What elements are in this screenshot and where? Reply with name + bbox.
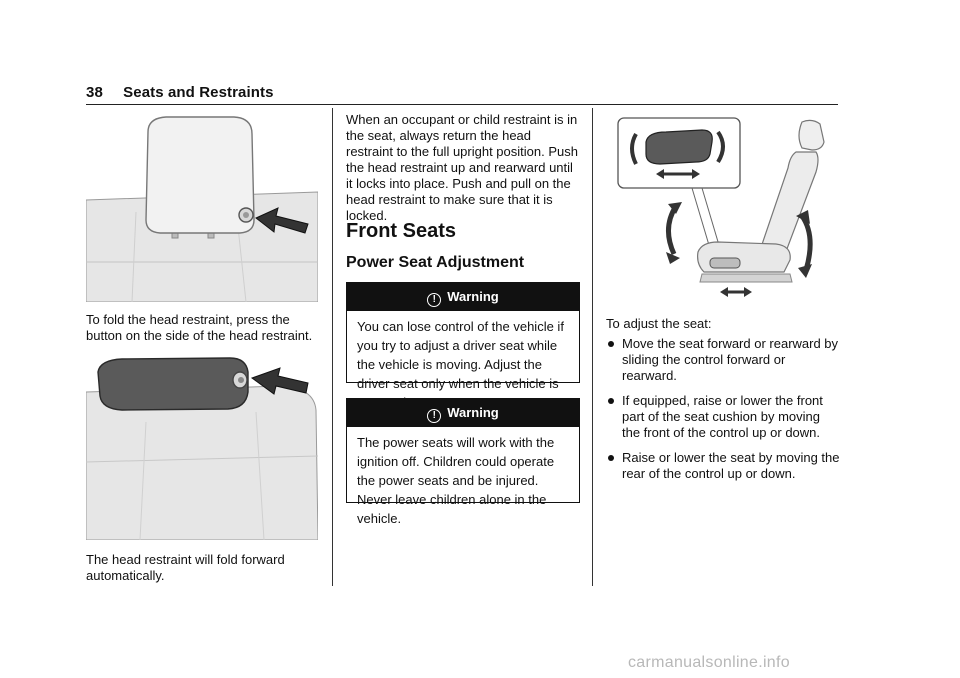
bullet-forward-rearward: Move the seat forward or rearward by sli… [606,336,840,384]
head-restraint-button-illustration [86,112,318,302]
adjust-intro: To adjust the seat: [606,316,712,331]
warning-icon: ! [427,293,442,307]
intro-paragraph: When an occupant or child restraint is i… [346,112,578,223]
head-restraint-folded-illustration [86,352,318,540]
page-header: 38 Seats and Restraints [86,84,274,101]
adjust-bullet-list: Move the seat forward or rearward by sli… [606,336,840,491]
column-divider-2 [592,108,593,586]
heading-power-seat-adjustment: Power Seat Adjustment [346,254,525,271]
warning-box-2: ! Warning The power seats will work with … [346,398,580,526]
watermark: carmanualsonline.info [628,654,790,671]
warning-icon: ! [427,409,442,423]
warning-title-1: Warning [447,289,499,304]
power-seat-control-illustration [606,112,840,302]
warning-header-1: ! Warning [347,283,579,311]
bullet-cushion-front: If equipped, raise or lower the front pa… [606,393,840,441]
heading-front-seats: Front Seats [346,220,457,242]
section-title: Seats and Restraints [123,84,274,101]
caption-fold-forward: The head restraint will fold forward aut… [86,552,285,583]
caption-fold-button: To fold the head restraint, press the bu… [86,312,313,343]
header-rule [86,104,838,105]
warning-title-2: Warning [447,405,499,420]
page-number: 38 [86,84,103,101]
warning-header-2: ! Warning [347,399,579,427]
warning-box-1: !Warning You can lose control of the veh… [346,282,580,410]
bullet-raise-lower: Raise or lower the seat by moving the re… [606,450,840,482]
column-divider-1 [332,108,333,586]
warning-body-2: The power seats will work with the ignit… [357,435,555,526]
